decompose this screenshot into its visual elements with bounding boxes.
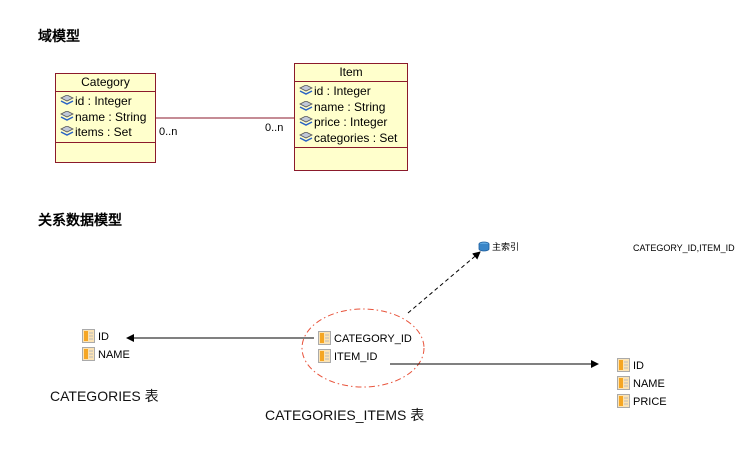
categories-table: ID NAME [82, 328, 130, 364]
uml-class-item: Item id : Integer name : String price : … [294, 63, 408, 171]
attribute-icon [60, 110, 75, 124]
join-table-label: CATEGORIES_ITEMS 表 [265, 407, 425, 423]
uml-attribute: price : Integer [299, 115, 407, 131]
join-table-ellipse [301, 308, 425, 388]
primary-key-value: CATEGORY_ID,ITEM_ID [633, 243, 735, 253]
join-table: CATEGORY_ID ITEM_ID [318, 330, 412, 366]
attribute-icon [60, 125, 75, 139]
categories-table-label: CATEGORIES 表 [50, 388, 159, 404]
uml-attribute: id : Integer [60, 94, 155, 110]
primary-key-label: 主索引 [492, 242, 520, 252]
table-column: ITEM_ID [318, 348, 412, 366]
attribute-icon [299, 84, 314, 98]
multiplicity-right: 0..n [265, 122, 284, 134]
primary-key: 主索引 [478, 240, 519, 253]
column-icon [617, 358, 633, 372]
uml-attribute: name : String [299, 100, 407, 116]
uml-attribute: categories : Set [299, 131, 407, 147]
uml-class-name: Item [295, 64, 407, 82]
domain-model-title: 域模型 [38, 28, 80, 44]
table-column: NAME [617, 375, 667, 393]
pk-arrow [407, 251, 481, 314]
database-icon [478, 241, 492, 252]
uml-attributes: id : Integer name : String price : Integ… [295, 82, 407, 148]
multiplicity-left: 0..n [159, 126, 178, 138]
uml-attribute: id : Integer [299, 84, 407, 100]
table-column: NAME [82, 346, 130, 364]
relational-model-title: 关系数据模型 [38, 212, 122, 228]
column-icon [318, 331, 334, 345]
column-icon [318, 349, 334, 363]
items-table: ID NAME PRICE [617, 357, 667, 411]
uml-class-name: Category [56, 74, 155, 92]
column-icon [617, 376, 633, 390]
uml-attribute: items : Set [60, 125, 155, 141]
uml-attribute: name : String [60, 110, 155, 126]
column-icon [82, 329, 98, 343]
table-column: ID [617, 357, 667, 375]
table-column: PRICE [617, 393, 667, 411]
column-icon [82, 347, 98, 361]
attribute-icon [60, 94, 75, 108]
table-column: ID [82, 328, 130, 346]
attribute-icon [299, 115, 314, 129]
attribute-icon [299, 131, 314, 145]
attribute-icon [299, 100, 314, 114]
table-column: CATEGORY_ID [318, 330, 412, 348]
column-icon [617, 394, 633, 408]
uml-class-category: Category id : Integer name : String item… [55, 73, 156, 163]
uml-attributes: id : Integer name : String items : Set [56, 92, 155, 143]
